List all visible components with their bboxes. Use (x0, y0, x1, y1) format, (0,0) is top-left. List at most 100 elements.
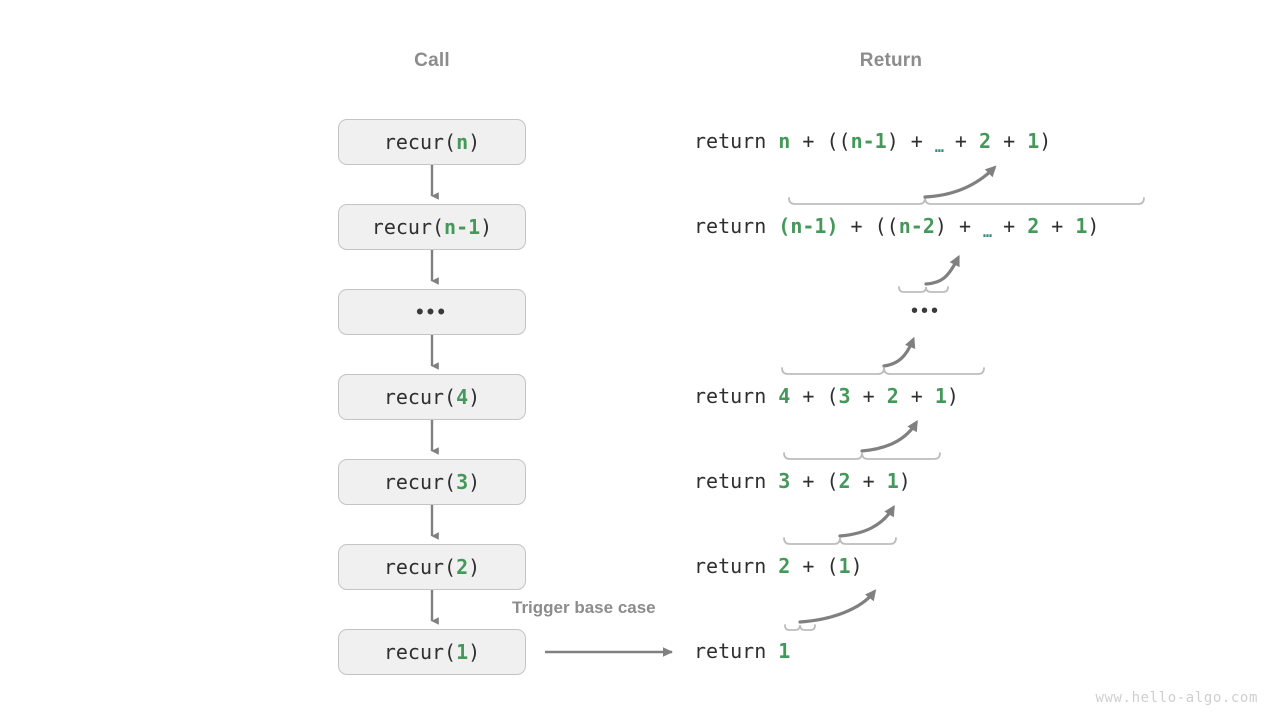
return-token: ) (946, 384, 959, 408)
return-token: 4 (778, 384, 791, 408)
call-fn-name: recur( (383, 385, 457, 409)
call-close-paren: ) (468, 640, 481, 664)
return-line-return-n: return n + ((n-1) + … + 2 + 1) (694, 129, 1052, 155)
brace-row7 (784, 624, 816, 631)
return-token: n-1 (850, 129, 887, 153)
return-token: ) (850, 554, 863, 578)
brace-row6 (783, 537, 897, 545)
call-close-paren: ) (468, 555, 481, 579)
return-token: (( (874, 214, 899, 238)
return-token: + (790, 554, 827, 578)
return-token: + (790, 384, 827, 408)
return-token: + (838, 214, 875, 238)
call-box-recur-4: recur(4) (338, 374, 526, 420)
call-box-recur-3: recur(3) (338, 459, 526, 505)
call-fn-name: recur( (383, 130, 457, 154)
return-token: 3 (778, 469, 791, 493)
call-fn-name: recur( (371, 215, 445, 239)
return-token: + (790, 469, 827, 493)
return-token: ) + (886, 129, 935, 153)
return-token: 1 (778, 639, 791, 663)
column-header-call: Call (414, 50, 450, 71)
brace-mid-ellipsis (898, 286, 949, 293)
call-fn-name: recur( (383, 555, 457, 579)
call-close-paren: ) (480, 215, 493, 239)
return-token: ( (826, 384, 839, 408)
return-token: 1 (1027, 129, 1040, 153)
return-token: n-2 (898, 214, 935, 238)
trigger-base-case-label: Trigger base case (512, 598, 656, 617)
call-box-recur-n-1: recur(n-1) (338, 204, 526, 250)
return-arrow-5-to-4 (860, 420, 918, 453)
return-keyword: return (694, 554, 779, 578)
return-token: 1 (1075, 214, 1088, 238)
return-token: … (934, 138, 944, 156)
return-line-return-4: return 4 + (3 + 2 + 1) (694, 386, 959, 406)
return-token: 2 (1027, 214, 1040, 238)
call-argument: n (456, 130, 469, 154)
return-token: 3 (838, 384, 851, 408)
return-token: + (1039, 214, 1076, 238)
return-keyword: return (694, 469, 779, 493)
call-fn-name: recur( (383, 470, 457, 494)
brace-row5 (783, 452, 941, 460)
return-keyword: return (694, 129, 779, 153)
return-token: 2 (838, 469, 851, 493)
return-token: 1 (886, 469, 899, 493)
return-token: 2 (778, 554, 791, 578)
return-keyword: return (694, 384, 779, 408)
return-token: ) (1039, 129, 1052, 153)
return-token: … (983, 223, 992, 241)
return-token: + (850, 384, 887, 408)
return-token: n (778, 129, 791, 153)
return-token: ) + (934, 214, 984, 238)
return-keyword: return (694, 639, 779, 663)
call-box-recur-dots: ••• (338, 289, 526, 335)
call-argument: 4 (456, 385, 469, 409)
return-token: + (991, 214, 1028, 238)
return-token: + (790, 129, 827, 153)
return-token: n-1 (790, 214, 827, 238)
return-token: + (991, 129, 1028, 153)
return-line-return-n-1: return (n-1) + ((n-2) + … + 2 + 1) (694, 214, 1100, 240)
return-arrow-6-to-5 (838, 505, 895, 538)
call-box-recur-2: recur(2) (338, 544, 526, 590)
return-keyword: return (694, 214, 779, 238)
return-token: 1 (838, 554, 851, 578)
call-argument: 2 (456, 555, 469, 579)
return-token: + (942, 129, 980, 153)
call-box-recur-1: recur(1) (338, 629, 526, 675)
return-token: ( (826, 554, 839, 578)
return-token: + (850, 469, 887, 493)
call-fn-name: recur( (383, 640, 457, 664)
return-arrow-4-to-mid (882, 336, 916, 368)
brace-row2 (788, 197, 1145, 205)
return-token: (( (826, 129, 851, 153)
return-arrow-mid-to-2 (924, 254, 960, 286)
return-arrow-2-to-1 (923, 165, 997, 199)
brace-row4 (781, 367, 985, 375)
column-header-return: Return (859, 50, 923, 71)
return-token: + (898, 384, 935, 408)
watermark: www.hello-algo.com (1095, 690, 1258, 706)
call-close-paren: ) (468, 470, 481, 494)
return-ellipsis-row: ••• (910, 300, 942, 322)
return-token: ( (778, 214, 791, 238)
return-token: ) (1087, 214, 1100, 238)
return-line-return-1: return 1 (694, 641, 790, 661)
return-line-return-2: return 2 + (1) (694, 556, 863, 576)
return-token: 2 (979, 129, 992, 153)
return-token: 1 (934, 384, 947, 408)
call-box-ellipsis: ••• (415, 299, 449, 324)
call-close-paren: ) (468, 130, 481, 154)
return-token: ( (826, 469, 839, 493)
call-close-paren: ) (468, 385, 481, 409)
return-line-return-3: return 3 + (2 + 1) (694, 471, 911, 491)
call-argument: 3 (456, 470, 469, 494)
call-box-recur-n: recur(n) (338, 119, 526, 165)
return-arrow-7-to-6 (798, 589, 877, 624)
return-token: ) (826, 214, 839, 238)
call-argument: 1 (456, 640, 469, 664)
call-argument: n-1 (444, 215, 481, 239)
